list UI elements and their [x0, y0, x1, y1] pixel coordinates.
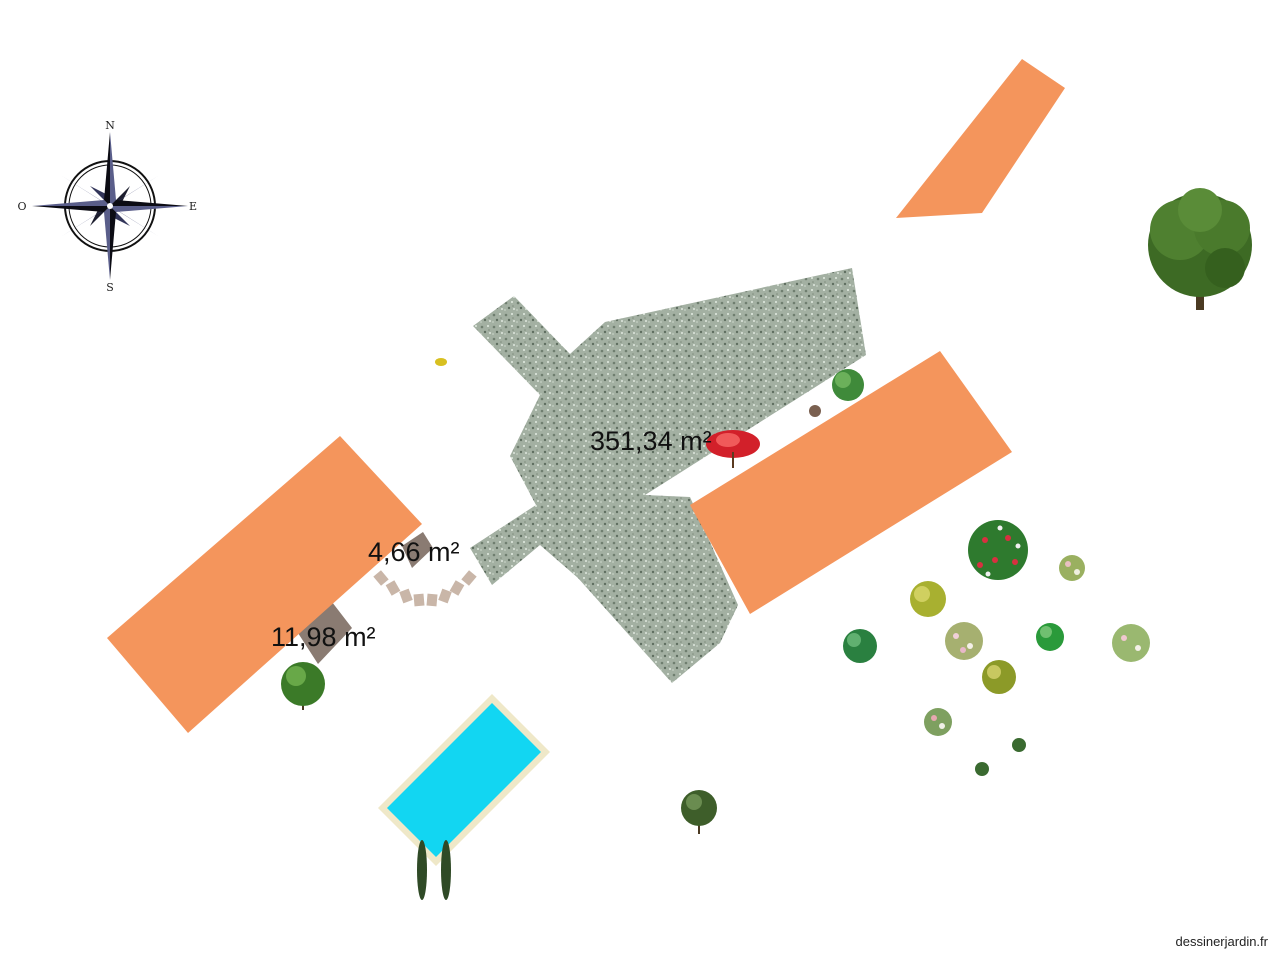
yellow-flower-icon[interactable] [435, 358, 447, 366]
large-tree-icon[interactable] [1148, 188, 1252, 310]
flowering-shrub-icon[interactable] [1112, 624, 1150, 662]
building-east[interactable] [690, 351, 1012, 614]
terrace-large-area-label: 11,98 m² [271, 622, 376, 652]
small-shrub-icon[interactable] [975, 762, 989, 776]
gravel-area-label: 351,34 m² [590, 426, 712, 456]
cypress-tree-icon[interactable] [417, 840, 427, 900]
green-shrub-icon[interactable] [843, 629, 877, 663]
small-shrub-icon[interactable] [1012, 738, 1026, 752]
cypress-tree-icon[interactable] [441, 840, 451, 900]
terrace-small[interactable] [402, 532, 433, 568]
compass-north-label: N [105, 119, 115, 132]
shrub-icon[interactable] [832, 369, 864, 401]
rose-bush-icon[interactable] [968, 520, 1028, 580]
compass-east-label: E [189, 200, 197, 213]
terrace-large[interactable] [298, 602, 352, 664]
building-west[interactable] [107, 436, 422, 733]
swimming-pool[interactable] [378, 694, 550, 866]
green-shrub-icon[interactable] [1036, 623, 1064, 651]
tree-icon[interactable] [681, 790, 717, 834]
yellow-shrub-icon[interactable] [982, 660, 1016, 694]
compass-south-label: S [106, 281, 114, 294]
terrace-small-area-label: 4,66 m² [368, 537, 460, 567]
yellow-shrub-icon[interactable] [910, 581, 946, 617]
flowering-shrub-icon[interactable] [924, 708, 952, 736]
compass-rose: N S O E [17, 119, 197, 294]
watermark: dessinerjardin.fr [1175, 934, 1269, 949]
flowering-shrub-icon[interactable] [1059, 555, 1085, 581]
stepping-stone-path [373, 570, 477, 607]
compass-west-label: O [17, 200, 26, 213]
building-north-east[interactable] [896, 59, 1065, 218]
small-shrub-icon[interactable] [809, 405, 821, 417]
red-flowering-tree-icon[interactable] [706, 430, 760, 468]
gravel-area[interactable] [470, 268, 866, 683]
flowering-shrub-icon[interactable] [945, 622, 983, 660]
tree-icon[interactable] [281, 662, 325, 710]
